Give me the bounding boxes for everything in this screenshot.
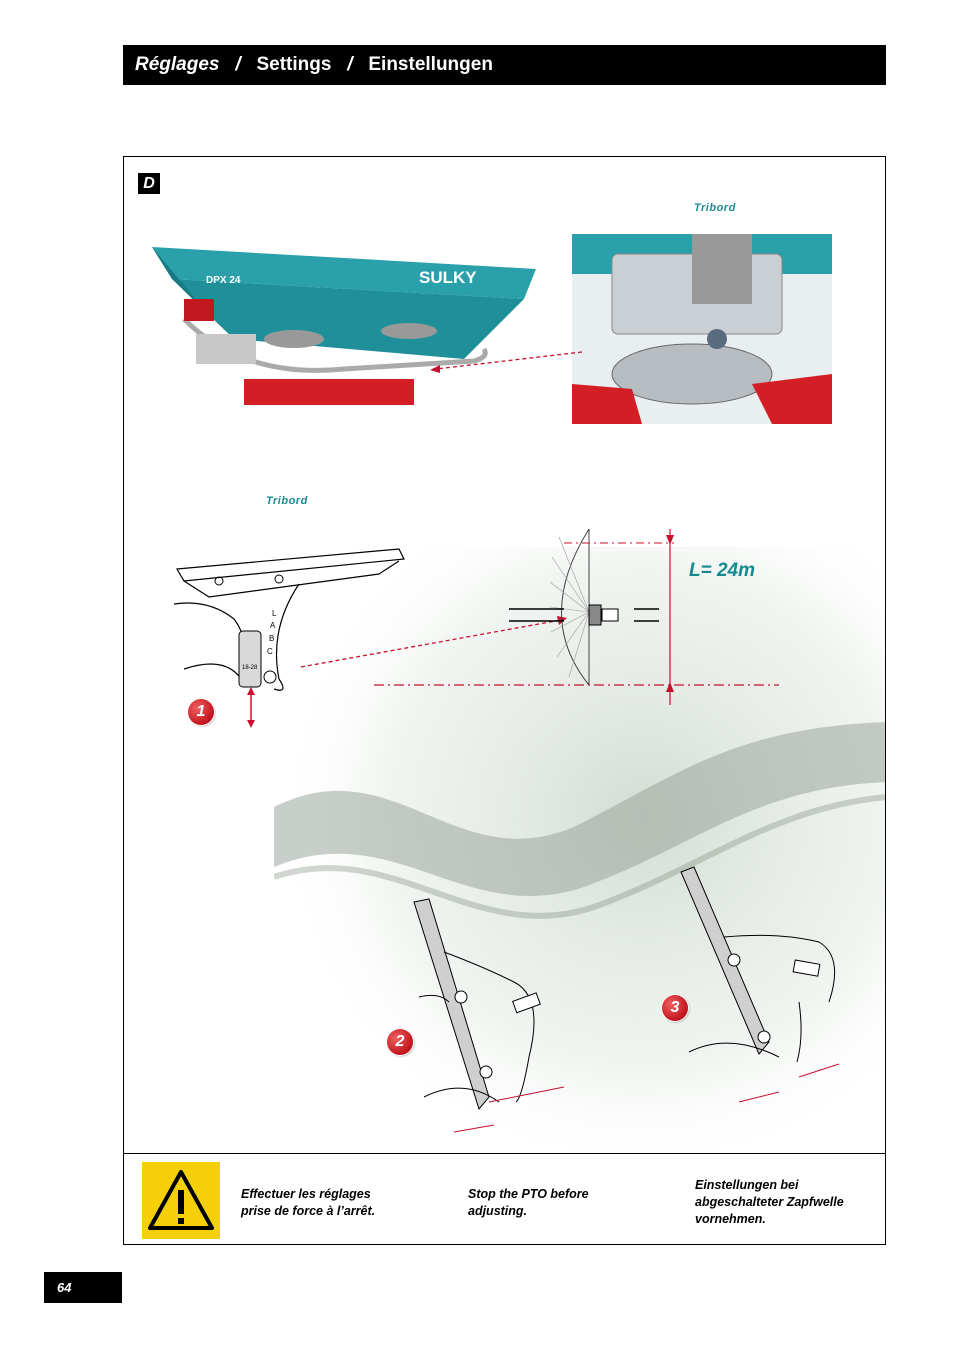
tribord-label-top: Tribord	[694, 202, 736, 214]
header-title-en: Settings	[256, 54, 332, 75]
step-badge-1: 1	[188, 699, 214, 725]
warning-text-de: Einstellungen bei abgeschalteter Zapfwel…	[695, 1178, 844, 1226]
detail-pointer-arrow	[430, 351, 583, 373]
figure-panel: D Tribord DPX 24 SULKY	[123, 156, 886, 1245]
header-separator-1: /	[235, 54, 241, 75]
gauge-diagram: C B A L 18-28	[173, 548, 405, 728]
header-title-de: Einstellungen	[368, 54, 493, 75]
warning-strip: Effectuer les réglages prise de force à …	[124, 1153, 885, 1244]
deflector-detail-3	[680, 866, 840, 1103]
warning-triangle-icon	[142, 1162, 220, 1239]
gauge-letter-a: A	[270, 621, 276, 630]
header-separator-2: /	[347, 54, 353, 75]
gauge-marking: 18-28	[242, 665, 258, 671]
field-background	[274, 547, 885, 1147]
deflector-detail-2	[413, 898, 565, 1133]
spreader-photo: DPX 24 SULKY	[144, 239, 544, 419]
gauge-letter-l: L	[272, 609, 277, 618]
gauge-letter-b: B	[269, 634, 274, 643]
header-title-fr: Réglages	[135, 54, 220, 75]
section-badge: D	[138, 173, 160, 194]
spread-pattern-diagram	[374, 528, 779, 705]
gauge-letter-c: C	[267, 647, 273, 656]
model-text: DPX 24	[206, 275, 241, 286]
warning-text-en: Stop the PTO before adjusting.	[468, 1187, 589, 1218]
detail-photo	[572, 234, 832, 424]
step-badge-2: 2	[387, 1029, 413, 1055]
step-badge-3: 3	[662, 995, 688, 1021]
brand-text: SULKY	[419, 268, 477, 287]
page-number: 64	[44, 1272, 122, 1303]
working-width-label: L= 24m	[689, 560, 756, 581]
page-header: Réglages / Settings / Einstellungen	[123, 45, 886, 85]
tribord-label-middle: Tribord	[266, 495, 308, 507]
warning-text-fr: Effectuer les réglages prise de force à …	[241, 1187, 376, 1218]
